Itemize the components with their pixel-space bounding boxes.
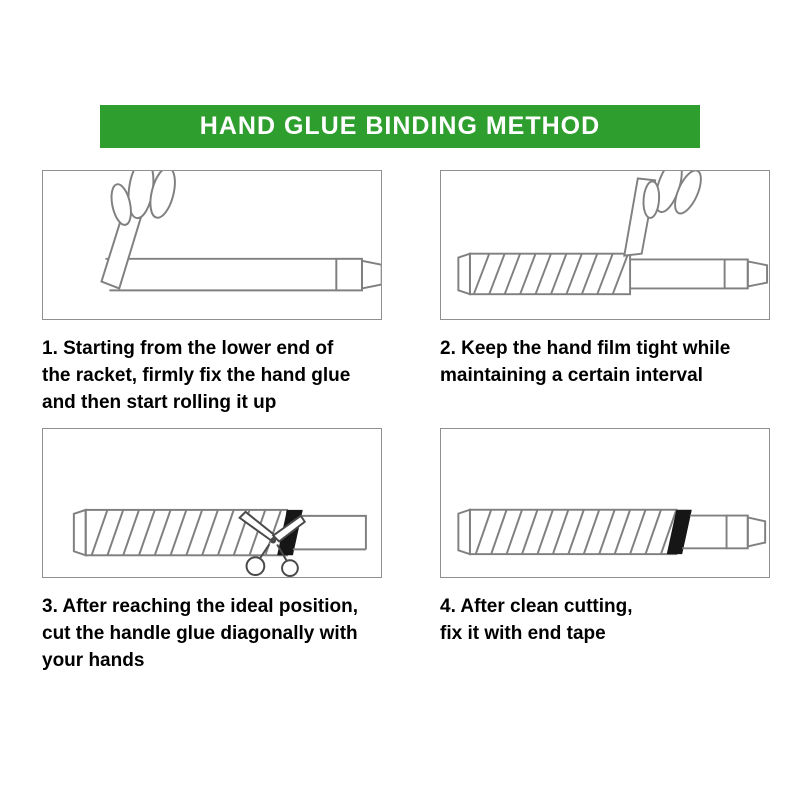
step-3: 3. After reaching the ideal position, cu… xyxy=(42,428,382,674)
step-4-illustration xyxy=(457,508,767,556)
step-1: 1. Starting from the lower end of the ra… xyxy=(42,170,382,416)
page-title: HAND GLUE BINDING METHOD xyxy=(199,112,601,140)
step-4: 4. After clean cutting, fix it with end … xyxy=(440,428,770,647)
racket-handle xyxy=(292,514,367,551)
racket-handle xyxy=(105,257,381,292)
caption-line: and then start rolling it up xyxy=(42,392,277,413)
caption-line: 4. After clean cutting, xyxy=(440,596,633,617)
caption-line: cut the handle glue diagonally with xyxy=(42,623,358,644)
scissors-icon xyxy=(238,510,307,577)
step-2-illustration xyxy=(457,171,769,296)
title-banner: HAND GLUE BINDING METHOD xyxy=(100,105,700,148)
caption-line: maintaining a certain interval xyxy=(440,365,703,386)
racket-handle xyxy=(630,258,769,290)
step-3-caption: 3. After reaching the ideal position, cu… xyxy=(42,593,382,674)
step-3-illustration xyxy=(72,508,367,577)
caption-line: your hands xyxy=(42,650,145,671)
step-2-caption: 2. Keep the hand film tight while mainta… xyxy=(440,335,770,389)
step-1-caption: 1. Starting from the lower end of the ra… xyxy=(42,335,382,416)
step-3-panel xyxy=(42,428,382,578)
hand-icon xyxy=(110,171,176,226)
caption-line: fix it with end tape xyxy=(440,623,606,644)
step-2: 2. Keep the hand film tight while mainta… xyxy=(440,170,770,389)
step-4-caption: 4. After clean cutting, fix it with end … xyxy=(440,593,770,647)
racket-handle xyxy=(682,514,767,550)
grip-wrap xyxy=(72,508,288,557)
grip-wrap xyxy=(457,252,632,296)
step-2-panel xyxy=(440,170,770,320)
caption-line: 2. Keep the hand film tight while xyxy=(440,338,731,359)
caption-line: 1. Starting from the lower end of xyxy=(42,338,334,359)
caption-line: 3. After reaching the ideal position, xyxy=(42,596,359,617)
step-1-illustration xyxy=(100,171,381,292)
step-4-panel xyxy=(440,428,770,578)
hand-icon xyxy=(642,171,702,219)
step-1-panel xyxy=(42,170,382,320)
end-tape-band xyxy=(666,509,692,555)
grip-wrap xyxy=(457,508,678,556)
caption-line: the racket, firmly fix the hand glue xyxy=(42,365,351,386)
